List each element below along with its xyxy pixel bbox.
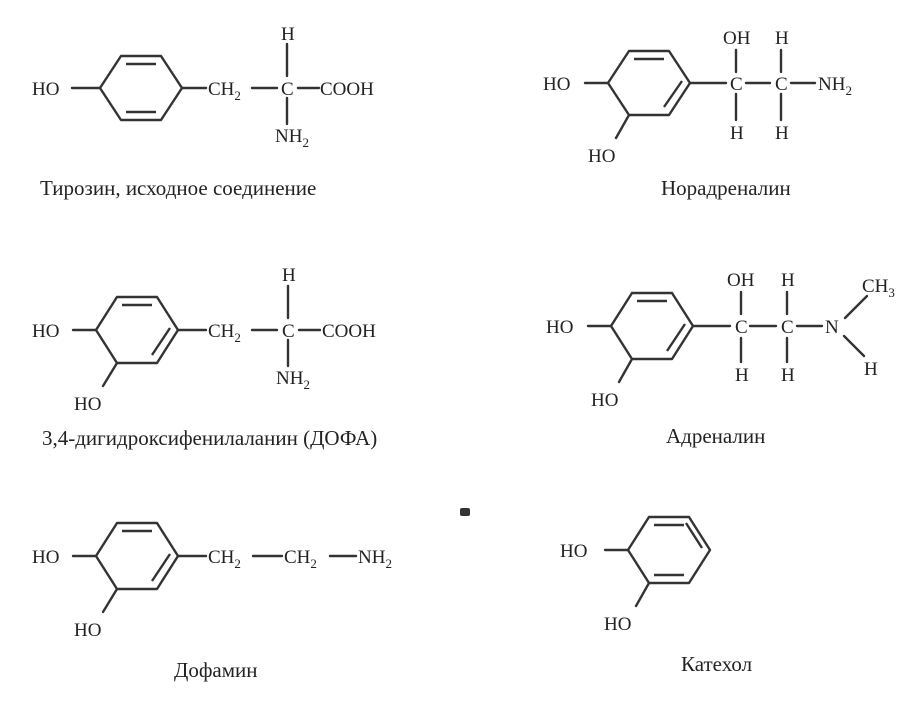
benzene-ring	[609, 291, 695, 361]
h-label: H	[781, 365, 795, 386]
c-label: C	[281, 79, 294, 100]
cooh-label: COOH	[320, 79, 374, 100]
c-label: C	[282, 321, 295, 342]
ho-label: HO	[604, 614, 631, 635]
ho-label: HO	[591, 390, 618, 411]
n-label: N	[825, 317, 839, 338]
ho-label: HO	[74, 394, 101, 415]
ch2-label: CH2	[208, 79, 241, 103]
ho-label: HO	[560, 541, 587, 562]
h-label: H	[281, 24, 295, 45]
h-label: H	[282, 265, 296, 286]
c-label: C	[735, 317, 748, 338]
ho-label: HO	[32, 321, 59, 342]
ch3-label: CH3	[862, 276, 895, 300]
adrenaline-structure: HO HO OH H C C H H N CH3 H Адреналин	[546, 270, 895, 448]
h-label: H	[735, 365, 749, 386]
caption-adrenaline: Адреналин	[666, 424, 765, 448]
h-label: H	[775, 28, 789, 49]
oh-label: OH	[727, 270, 755, 291]
benzene-ring	[606, 49, 692, 117]
ho-label: HO	[32, 547, 59, 568]
oh-label: OH	[723, 28, 751, 49]
ch2-label: CH2	[284, 547, 317, 571]
caption-tyrosine: Тирозин, исходное соединение	[40, 176, 316, 200]
h-label: H	[730, 123, 744, 144]
c-label: C	[775, 74, 788, 95]
benzene-ring	[94, 521, 180, 591]
c-label: C	[730, 74, 743, 95]
ho-label: HO	[546, 317, 573, 338]
dopa-structure: HO HO CH2 C H COOH NH2 3,4-дигидроксифен…	[32, 265, 377, 450]
cooh-label: COOH	[322, 321, 376, 342]
ho-label: HO	[588, 146, 615, 167]
h-label: H	[775, 123, 789, 144]
tyrosine-structure: HO CH2 C H COOH NH2 Тирозин, исходное со…	[32, 24, 374, 200]
caption-dopa: 3,4-дигидроксифенилаланин (ДОФА)	[42, 426, 377, 450]
ch2-label: CH2	[208, 547, 241, 571]
dot-mark	[460, 508, 470, 516]
benzene-ring	[94, 295, 180, 365]
caption-noradrenaline: Норадреналин	[661, 176, 791, 200]
benzene-ring	[98, 54, 184, 122]
h-label: H	[864, 359, 878, 380]
c-label: C	[781, 317, 794, 338]
nh2-label: NH2	[358, 547, 392, 571]
nh2-label: NH2	[276, 368, 310, 392]
ch2-label: CH2	[208, 321, 241, 345]
ho-label: HO	[32, 79, 59, 100]
caption-dopamine: Дофамин	[174, 658, 258, 682]
dopamine-structure: HO HO CH2 CH2 NH2 Дофамин	[32, 521, 392, 682]
catechol-structure: HO HO Катехол	[560, 515, 752, 676]
ho-label: HO	[74, 620, 101, 641]
nh2-label: NH2	[818, 74, 852, 98]
ho-label: HO	[543, 74, 570, 95]
h-label: H	[781, 270, 795, 291]
benzene-ring	[626, 515, 712, 585]
noradrenaline-structure: HO HO OH H C C H H NH2 Норадреналин	[543, 28, 852, 200]
caption-catechol: Катехол	[681, 652, 752, 676]
nh2-label: NH2	[275, 126, 309, 150]
